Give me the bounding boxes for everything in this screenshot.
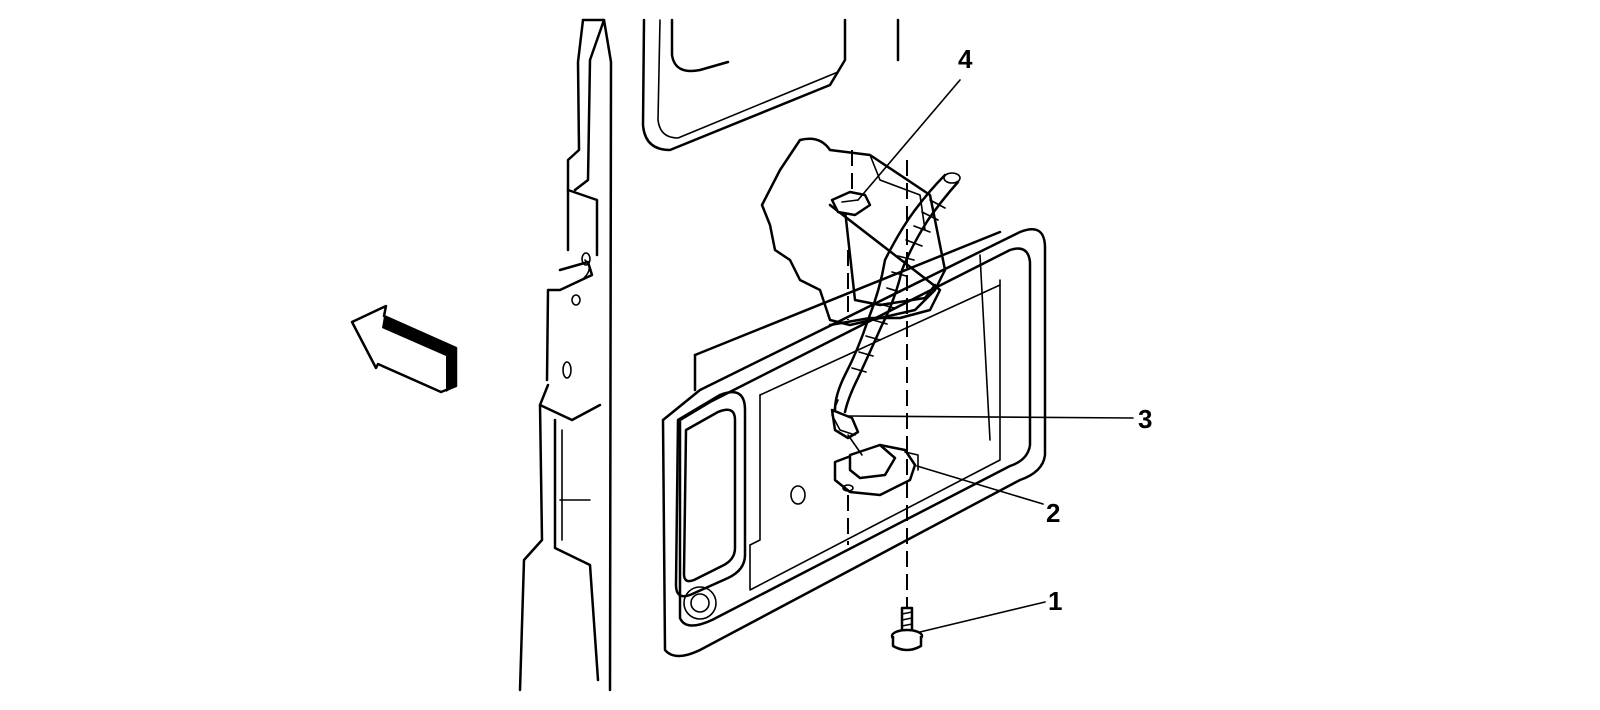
liftgate-window-outline <box>641 18 900 152</box>
body-pillar <box>518 18 613 692</box>
callout-3: 3 <box>1138 404 1152 434</box>
leader-lines <box>847 79 1134 633</box>
callout-4: 4 <box>958 44 973 74</box>
vehicle-front-arrow-icon <box>350 304 458 394</box>
wiring-harness <box>830 172 961 440</box>
alignment-lines <box>847 160 908 610</box>
license-lamp-2 <box>833 434 919 497</box>
callout-1: 1 <box>1048 586 1062 616</box>
screw-1 <box>890 606 924 652</box>
retainer-clip-4 <box>830 150 872 320</box>
handle-recess <box>674 390 747 598</box>
callout-2: 2 <box>1046 498 1060 528</box>
liftgate-inner-panel <box>661 228 1047 658</box>
